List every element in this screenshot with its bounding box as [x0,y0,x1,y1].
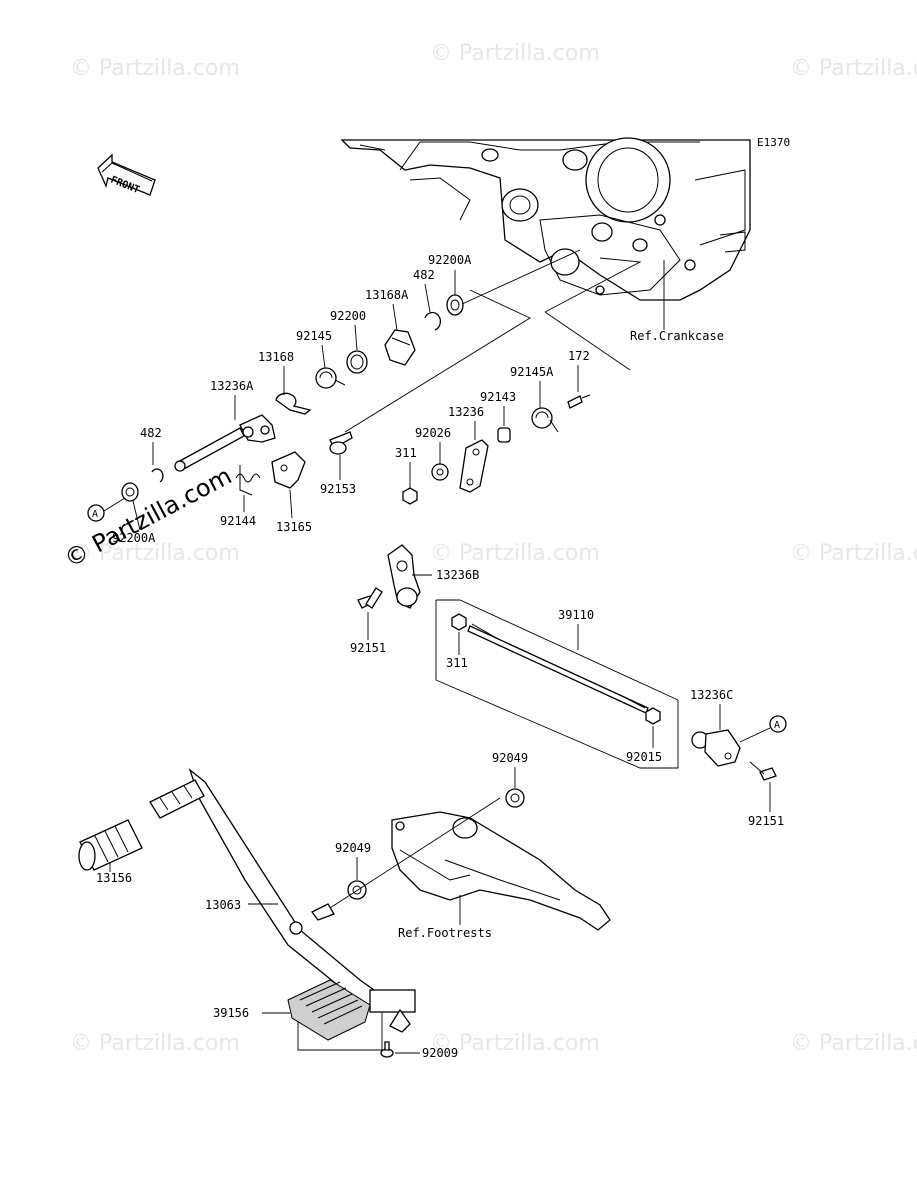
crankcase-drawing [340,137,751,301]
part-label-13236B: 13236B [436,568,479,582]
part-label-311-top: 311 [395,446,417,460]
part-label-13236: 13236 [448,405,484,419]
part-label-482: 482 [413,268,435,282]
rubber-13063-drawing [78,819,143,871]
watermark: © Partzilla.com [790,541,917,566]
part-label-92143: 92143 [480,390,516,404]
part-label-172: 172 [568,349,590,363]
part-label-13168: 13168 [258,350,294,364]
lever-13236b-drawing [387,544,421,609]
shift-shaft-drawing [174,414,276,472]
part-label-92200A: 92200A [428,253,472,267]
connector-a-left [87,504,105,522]
watermark-layer: © Partzilla.com © Partzilla.com © Partzi… [70,41,917,1056]
part-label-482-left: 482 [140,426,162,440]
part-label-13165: 13165 [276,520,312,534]
connector-a-right-label: A [774,720,780,731]
pedal-pad-39156-drawing [287,979,371,1041]
watermark: © Partzilla.com [790,56,917,81]
watermark: © Partzilla.com [790,1031,917,1056]
part-label-92200: 92200 [330,309,366,323]
watermark: © Partzilla.com [70,1031,240,1056]
part-label-92015: 92015 [626,750,662,764]
footrest-bracket-drawing [391,811,611,931]
part-label-92049-top: 92049 [492,751,528,765]
part-label-92145: 92145 [296,329,332,343]
watermark: © Partzilla.com [430,1031,600,1056]
front-arrow-icon: FRONT [97,153,156,196]
part-label-13236A: 13236A [210,379,254,393]
part-label-92049-mid: 92049 [335,841,371,855]
shift-pedal-drawing [188,768,416,1033]
part-label-92200A-left: 92200A [112,531,156,545]
part-label-92026: 92026 [415,426,451,440]
part-label-13063: 13156 [96,871,132,885]
connector-a-left-label: A [92,509,98,520]
diagram-code: E1370 [757,136,790,149]
ref-crankcase-label: Ref.Crankcase [630,329,724,343]
lever-13236c-drawing [691,729,741,767]
connector-a-right [769,715,787,733]
part-label-39156: 39156 [213,1006,249,1020]
part-label-39110: 39110 [558,608,594,622]
part-label-92151-right: 92151 [748,814,784,828]
watermark: © Partzilla.com [430,41,600,66]
ref-footrests-label: Ref.Footrests [398,926,492,940]
watermark: © Partzilla.com [430,541,600,566]
part-label-92144: 92144 [220,514,256,528]
part-label-13236C: 13236C [690,688,733,702]
part-label-92151-left: 92151 [350,641,386,655]
watermark: © Partzilla.com [70,56,240,81]
watermark: © Partzilla.com [70,541,240,566]
part-label-311-mid: 311 [446,656,468,670]
part-label-92145A: 92145A [510,365,554,379]
part-label-92009: 92009 [422,1046,458,1060]
part-label-13168A: 13168A [365,288,409,302]
part-label-92153: 92153 [320,482,356,496]
part-label-13156: 13063 [205,898,241,912]
